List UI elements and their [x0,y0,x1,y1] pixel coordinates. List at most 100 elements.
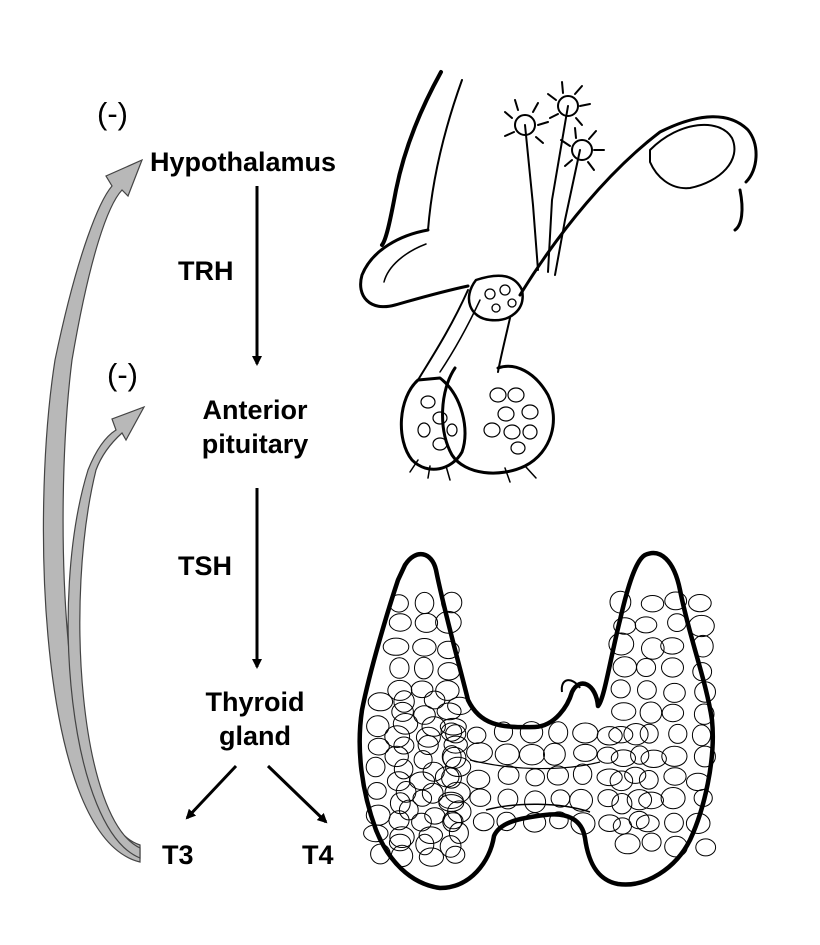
thyroid-lobule-cell [447,696,473,716]
thyroid-lobule-cell [661,703,685,723]
thyroid-lobule-cell [494,743,520,766]
thyroid-lobule-cell [440,722,463,742]
thyroid-lobule-cell [612,817,633,835]
trh-label: TRH [178,256,234,286]
thyroid-lobule-cell [519,721,544,744]
thyroid-lobule-cell [414,591,435,615]
thyroid-lobule-cell [550,789,571,808]
thyroid-lobule-cell [572,722,599,744]
thyroid-lobule-cell [434,766,460,788]
thyroid-lobule-cell [423,690,446,710]
thyroid-lobule-cell [472,812,495,832]
thyroid-lobule-cell [695,838,717,857]
hypothalamus-negative-feedback-sign: (-) [97,96,128,131]
thyroid-lobule-cell [661,745,688,767]
thyroid-lobule-cell [444,781,471,804]
tsh-label: TSH [178,551,232,581]
thyroid-lobule-cell [413,705,436,725]
thyroid-lobule-cell [664,591,688,611]
thyroid-lobule-cell [691,724,712,747]
thyroid-lobule-cell [445,845,466,864]
thyroid-lobule-cell [693,789,713,807]
thyroid-lobule-cell [612,656,637,678]
thyroid-lobule-cell [664,812,684,833]
thyroid-lobule-cell [441,591,463,614]
thyroid-lobule-cell [626,789,653,811]
thyroid-lobule-cell [384,725,411,748]
thyroid-lobule-cell [688,594,712,613]
thyroid-lobule-cell [497,788,519,810]
thyroid-lobule-cell [412,638,437,657]
thyroid-lobule-cell [641,832,662,852]
thyroid-lobule-cell [393,758,414,780]
thyroid-lobule-cell [370,843,391,865]
thyroid-lobule-cell [614,833,641,855]
thyroid-lobule-cell [694,681,716,703]
thyroid-lobule-cell [388,833,412,852]
thyroid-lobule-cell [496,811,517,832]
thyroid-lobule-cell [497,765,520,785]
thyroid-lobule-cell [414,612,439,633]
thyroid-lobule-cell [466,769,491,790]
thyroid-lobule-cell [624,766,647,784]
thyroid-lobule-cell [525,768,546,787]
thyroid-lobule-cell [640,595,665,613]
t3-arrow [185,764,238,820]
thyroid-lobule-cell [634,616,658,634]
thyroid-lobule-cell [367,692,394,712]
thyroid-lobule-cell [596,726,623,746]
thyroid-lobule-cell [573,743,598,762]
thyroid-lobule-cell [424,807,446,825]
thyroid-lobule-cell [639,723,659,744]
thyroid-lobule-cell [635,814,660,833]
anterior-pituitary-line-1: Anterior [202,395,308,425]
thyroid-lobule-cell [436,702,462,721]
thyroid-lobule-cell [596,746,619,764]
thyroid-lobule-cell [390,844,414,868]
thyroid-lobule-cell [418,847,444,867]
feedback-arrow-to-hypothalamus [42,158,144,863]
thyroid-lobule-cell [437,640,460,660]
thyroid-lobule-cell [608,632,635,656]
thyroid-lobule-cell [623,723,649,746]
thyroid-illustration [357,550,717,891]
thyroid-lobule-cell [611,793,633,815]
thyroid-lobule-cell [389,657,410,679]
thyroid-lobule-cell [435,610,462,634]
t4-label: T4 [302,840,334,870]
thyroid-lobule-cell [443,812,464,830]
thyroid-lobule-cell [524,790,547,814]
thyroid-lobule-cell [638,791,664,810]
thyroid-lobule-cell [439,717,467,736]
thyroid-lobule-cell [437,662,461,681]
thyroid-lobule-cell [546,765,570,786]
hypothalamus-label: Hypothalamus [150,147,337,177]
t4-arrow [266,764,328,824]
thyroid-lobule-cell [393,690,415,713]
thyroid-lobule-cell [570,812,596,835]
thyroid-lobule-cell [391,701,414,722]
t3-label: T3 [162,840,194,870]
thyroid-lobule-cell [660,787,686,810]
thyroid-lobule-cell [493,721,514,743]
thyroid-lobule-cell [421,716,446,737]
anterior-pituitary-label: Anterior pituitary [190,394,320,462]
thyroid-lobule-cell [367,737,390,756]
thyroid-lobule-cell [448,822,469,844]
feedback-arrow-to-pituitary [67,405,146,859]
thyroid-lobule-cell [688,614,715,638]
thyroid-lobule-cell [660,637,685,655]
thyroid-lobule-cell [466,742,493,763]
thyroid-lobule-cell [596,768,623,787]
thyroid-lobule-cell [598,814,621,833]
thyroid-lobule-cell [415,726,441,748]
thyroid-lobule-cell [608,726,634,744]
thyroid-lobule-cell [411,812,432,832]
pituitary-negative-feedback-sign: (-) [107,357,138,392]
thyroid-lobule-cell [365,756,386,778]
thyroid-lobule-cell [469,788,492,807]
thyroid-lobule-cell [611,702,637,721]
thyroid-lobule-cell [638,770,659,790]
